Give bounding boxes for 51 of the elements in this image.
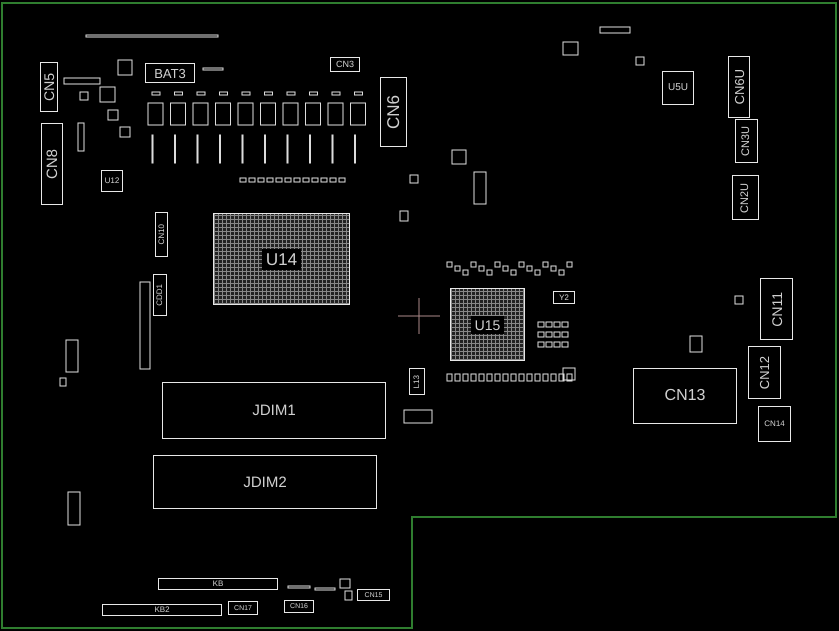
component-outline (284, 600, 314, 613)
component-outline (409, 368, 425, 395)
component-outline (728, 56, 750, 118)
reference-designator: CN3U (741, 126, 752, 156)
reference-designator: BAT3 (154, 66, 186, 80)
reference-designator: U5U (668, 83, 688, 93)
reference-designator: CN11 (770, 292, 784, 326)
component-outline (553, 291, 575, 304)
component-outline (162, 382, 386, 439)
component-outline (41, 123, 63, 205)
component-outline (662, 71, 694, 105)
component-outline (153, 274, 167, 316)
component-outline (732, 175, 759, 220)
reference-designator: CN8 (44, 148, 60, 179)
reference-designator: CN14 (764, 420, 785, 428)
component-outline (330, 57, 360, 72)
bga-chip (213, 213, 350, 305)
component-outline (102, 604, 222, 616)
component-outline (40, 62, 58, 112)
component-outline (153, 455, 377, 509)
reference-designator: CN5 (42, 72, 56, 101)
component-outline (155, 212, 168, 257)
component-outline (228, 601, 258, 615)
component-outline (101, 170, 123, 192)
reference-designator: CN6 (385, 94, 402, 129)
reference-designator: Y2 (559, 294, 569, 302)
component-outline (758, 406, 791, 442)
component-outline (145, 63, 195, 83)
component-outline (158, 578, 278, 590)
reference-designator: CN6U (732, 69, 746, 105)
reference-designator: CDD1 (156, 284, 164, 306)
reference-designator: U15 (470, 316, 504, 334)
component-outline (748, 346, 781, 399)
reference-designator: KB2 (154, 606, 170, 614)
component-outline (357, 589, 390, 601)
reference-designator: U12 (104, 177, 120, 185)
component-outline (760, 278, 793, 340)
reference-designator: CN12 (758, 356, 771, 390)
component-outline (380, 77, 407, 147)
reference-designator: JDIM1 (252, 403, 296, 418)
reference-designator: CN2U (740, 182, 751, 212)
reference-designator: CN10 (158, 224, 166, 245)
component-outline (633, 368, 737, 424)
bga-chip (450, 288, 525, 361)
reference-designator: KB (212, 580, 224, 588)
reference-designator: JDIM2 (243, 474, 287, 490)
component-outline (735, 119, 758, 163)
reference-designator: CN3 (336, 60, 354, 69)
reference-designator: L13 (413, 374, 421, 388)
reference-designator: CN13 (664, 388, 706, 404)
reference-designator: U14 (262, 248, 302, 270)
